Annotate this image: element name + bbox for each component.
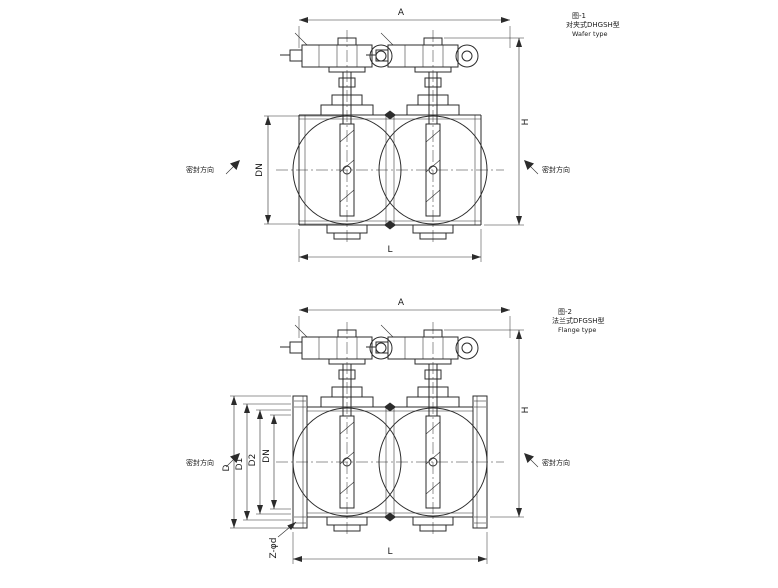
dim-label-L: L — [387, 245, 392, 255]
seal-direction-label: 密封方向 — [186, 458, 214, 467]
seal-arrow-icon — [524, 453, 534, 463]
dimension-D: D — [222, 395, 291, 529]
dimension-DN: DN — [262, 414, 291, 510]
dim-label-DN: DN — [262, 449, 272, 463]
seal-direction-left: 密封方向 — [186, 160, 240, 175]
dimension-DN: DN — [255, 115, 344, 225]
dim-label-D1: D1 — [235, 458, 245, 471]
seal-arrow-icon — [230, 453, 240, 463]
seal-direction-label: 密封方向 — [542, 165, 570, 174]
type-name-en: Flange type — [558, 326, 596, 334]
figure-1-caption: 图-1 对夹式DHGSH型 Wafer type — [566, 12, 620, 38]
dimension-L: L — [292, 532, 488, 564]
dimension-A: A — [298, 298, 511, 338]
dimension-L: L — [298, 229, 482, 262]
valve-assembly-right — [365, 29, 488, 245]
type-name-en: Wafer type — [572, 30, 608, 38]
figure-1-wafer-type: A H DN L 密封方向 密封方向 — [186, 8, 620, 262]
valve-assembly-right — [365, 321, 488, 537]
dimension-H: H — [444, 329, 531, 518]
seal-direction-left: 密封方向 — [186, 453, 240, 468]
seal-direction-label: 密封方向 — [186, 165, 214, 174]
seal-direction-right: 密封方向 — [524, 453, 570, 468]
seal-arrow-icon — [230, 160, 240, 170]
dim-label-H: H — [521, 407, 531, 414]
valve-assembly-left — [279, 29, 402, 245]
type-name-cn: 法兰式DFGSH型 — [552, 316, 605, 325]
dim-label-A: A — [398, 298, 405, 308]
dimension-D2: D2 — [248, 409, 291, 515]
type-name-cn: 对夹式DHGSH型 — [566, 20, 620, 29]
figure-number: 图-1 — [572, 12, 586, 20]
dim-label-A: A — [398, 8, 405, 18]
seal-direction-label: 密封方向 — [542, 458, 570, 467]
valve-assembly-left — [279, 321, 402, 537]
dim-label-Z-d: Z-φd — [269, 538, 279, 559]
dimension-D1: D1 — [235, 403, 291, 521]
dimension-H: H — [444, 37, 531, 226]
dimension-A: A — [298, 8, 511, 48]
dim-label-D2: D2 — [248, 454, 258, 467]
figure-number: 图-2 — [558, 308, 572, 316]
seal-arrow-icon — [524, 160, 534, 170]
dim-label-DN: DN — [255, 163, 265, 177]
seal-direction-right: 密封方向 — [524, 160, 570, 175]
figure-2-caption: 图-2 法兰式DFGSH型 Flange type — [552, 308, 605, 334]
dimension-Z-d: Z-φd — [269, 521, 297, 559]
dim-label-L: L — [387, 547, 392, 557]
figure-2-flange-type: A H D D1 D2 D — [186, 298, 605, 564]
dim-label-D: D — [222, 464, 232, 471]
dim-label-H: H — [521, 119, 531, 126]
